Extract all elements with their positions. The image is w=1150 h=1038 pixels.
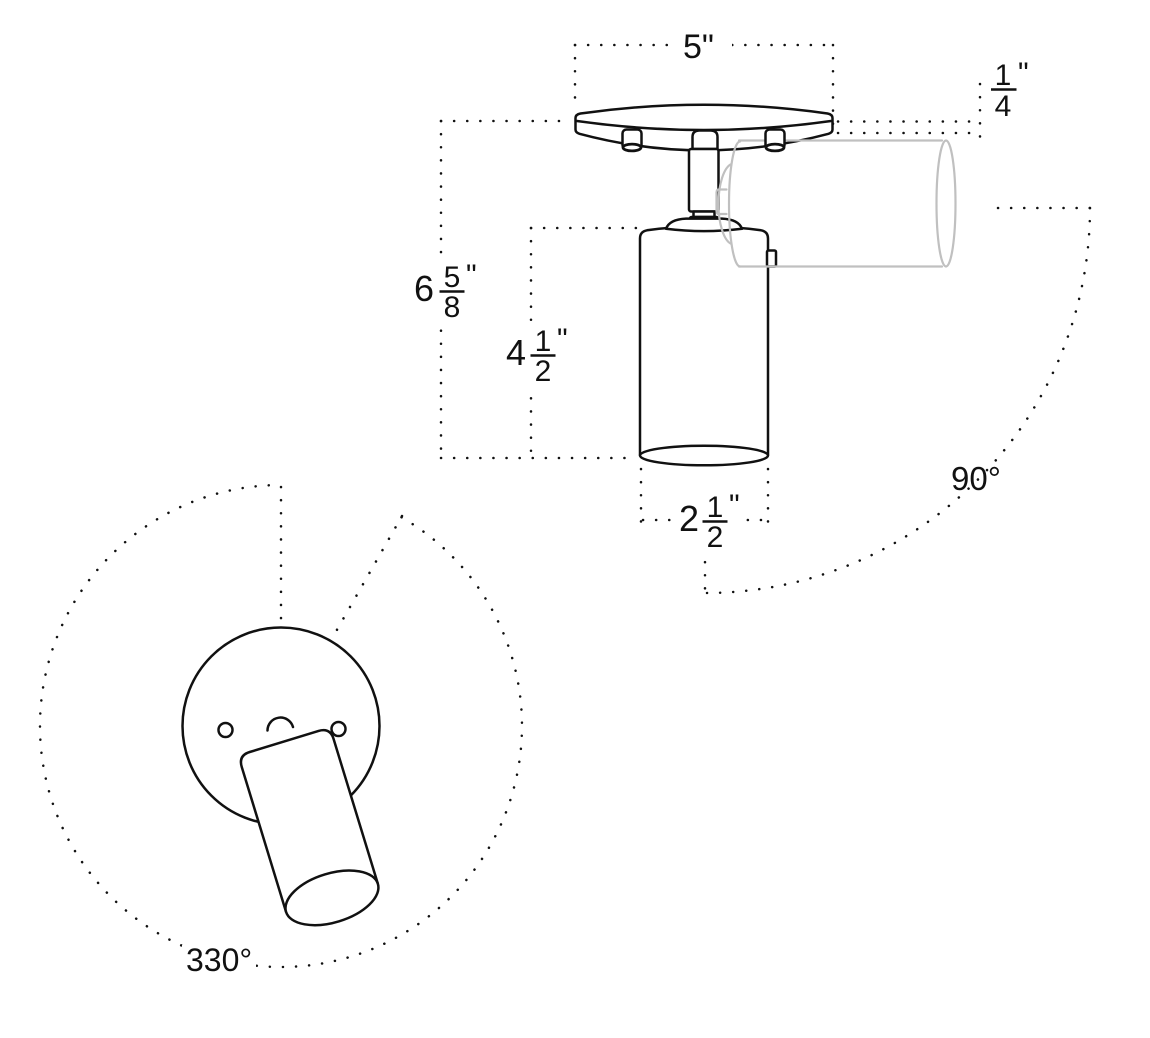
label-mask <box>182 945 256 978</box>
overall-height-numerator: 5 <box>444 261 461 294</box>
cylinder-bottom-view <box>239 728 380 927</box>
ghost-collar-arc <box>717 162 733 246</box>
cylinder-opening <box>284 869 380 927</box>
angle-label-swivel-group: 330° <box>182 942 256 978</box>
pivot-knob-arc <box>266 716 295 732</box>
stem-cap <box>691 129 719 151</box>
dim-label-body-diameter: 2 1 2 " <box>674 489 742 554</box>
tilt-arc-90 <box>703 206 1092 595</box>
front-view: 5" 1 4 " 6 5 8 " 4 1 2 " 2 1 <box>409 28 1092 595</box>
dim-label-canopy-width: 5" <box>678 28 732 66</box>
cylinder-collar <box>664 217 744 233</box>
thickness-numerator: 1 <box>995 59 1012 92</box>
ghost-cap-arc <box>727 140 742 268</box>
body-height-numerator: 1 <box>535 325 552 358</box>
stem-body <box>687 147 720 213</box>
bottom-view: 330° <box>38 483 524 978</box>
ghost-opening <box>935 139 957 268</box>
dim-label-canopy-thickness: 1 4 " <box>986 56 1034 124</box>
dim-label-body-height: 4 1 2 " <box>501 323 568 388</box>
dimension-lines <box>439 43 1092 595</box>
overall-height-unit: " <box>466 259 477 292</box>
angle-label-tilt: 90° <box>951 460 1001 497</box>
overall-height-denominator: 8 <box>444 291 461 324</box>
mounting-post-right-foot <box>764 142 786 153</box>
swivel-radius-slanted <box>332 514 404 637</box>
label-mask <box>678 28 732 62</box>
overall-height-whole: 6 <box>414 268 434 309</box>
set-screw-knob <box>765 249 778 268</box>
dim-label-overall-height: 6 5 8 " <box>409 259 481 324</box>
angle-label-swivel: 330° <box>186 942 252 978</box>
body-diameter-numerator: 1 <box>707 491 724 524</box>
body-height-denominator: 2 <box>535 355 552 388</box>
mounting-post-left-foot <box>621 142 643 153</box>
label-mask <box>674 496 742 554</box>
ghost-cylinder-tilted <box>715 139 957 268</box>
spot-cylinder-opening <box>638 444 770 467</box>
thickness-denominator: 4 <box>995 90 1012 123</box>
body-height-whole: 4 <box>506 332 526 373</box>
screw-hole-right <box>330 720 347 738</box>
body-height-unit: " <box>557 323 568 356</box>
body-diameter-unit: " <box>729 489 740 522</box>
spot-cylinder <box>638 225 770 456</box>
body-diameter-whole: 2 <box>679 498 699 539</box>
screw-hole-left <box>217 721 234 739</box>
body-diameter-denominator: 2 <box>707 521 724 554</box>
thickness-unit: " <box>1018 57 1029 90</box>
cylinder-body <box>239 728 380 913</box>
canopy-width-value: 5" <box>683 28 714 66</box>
